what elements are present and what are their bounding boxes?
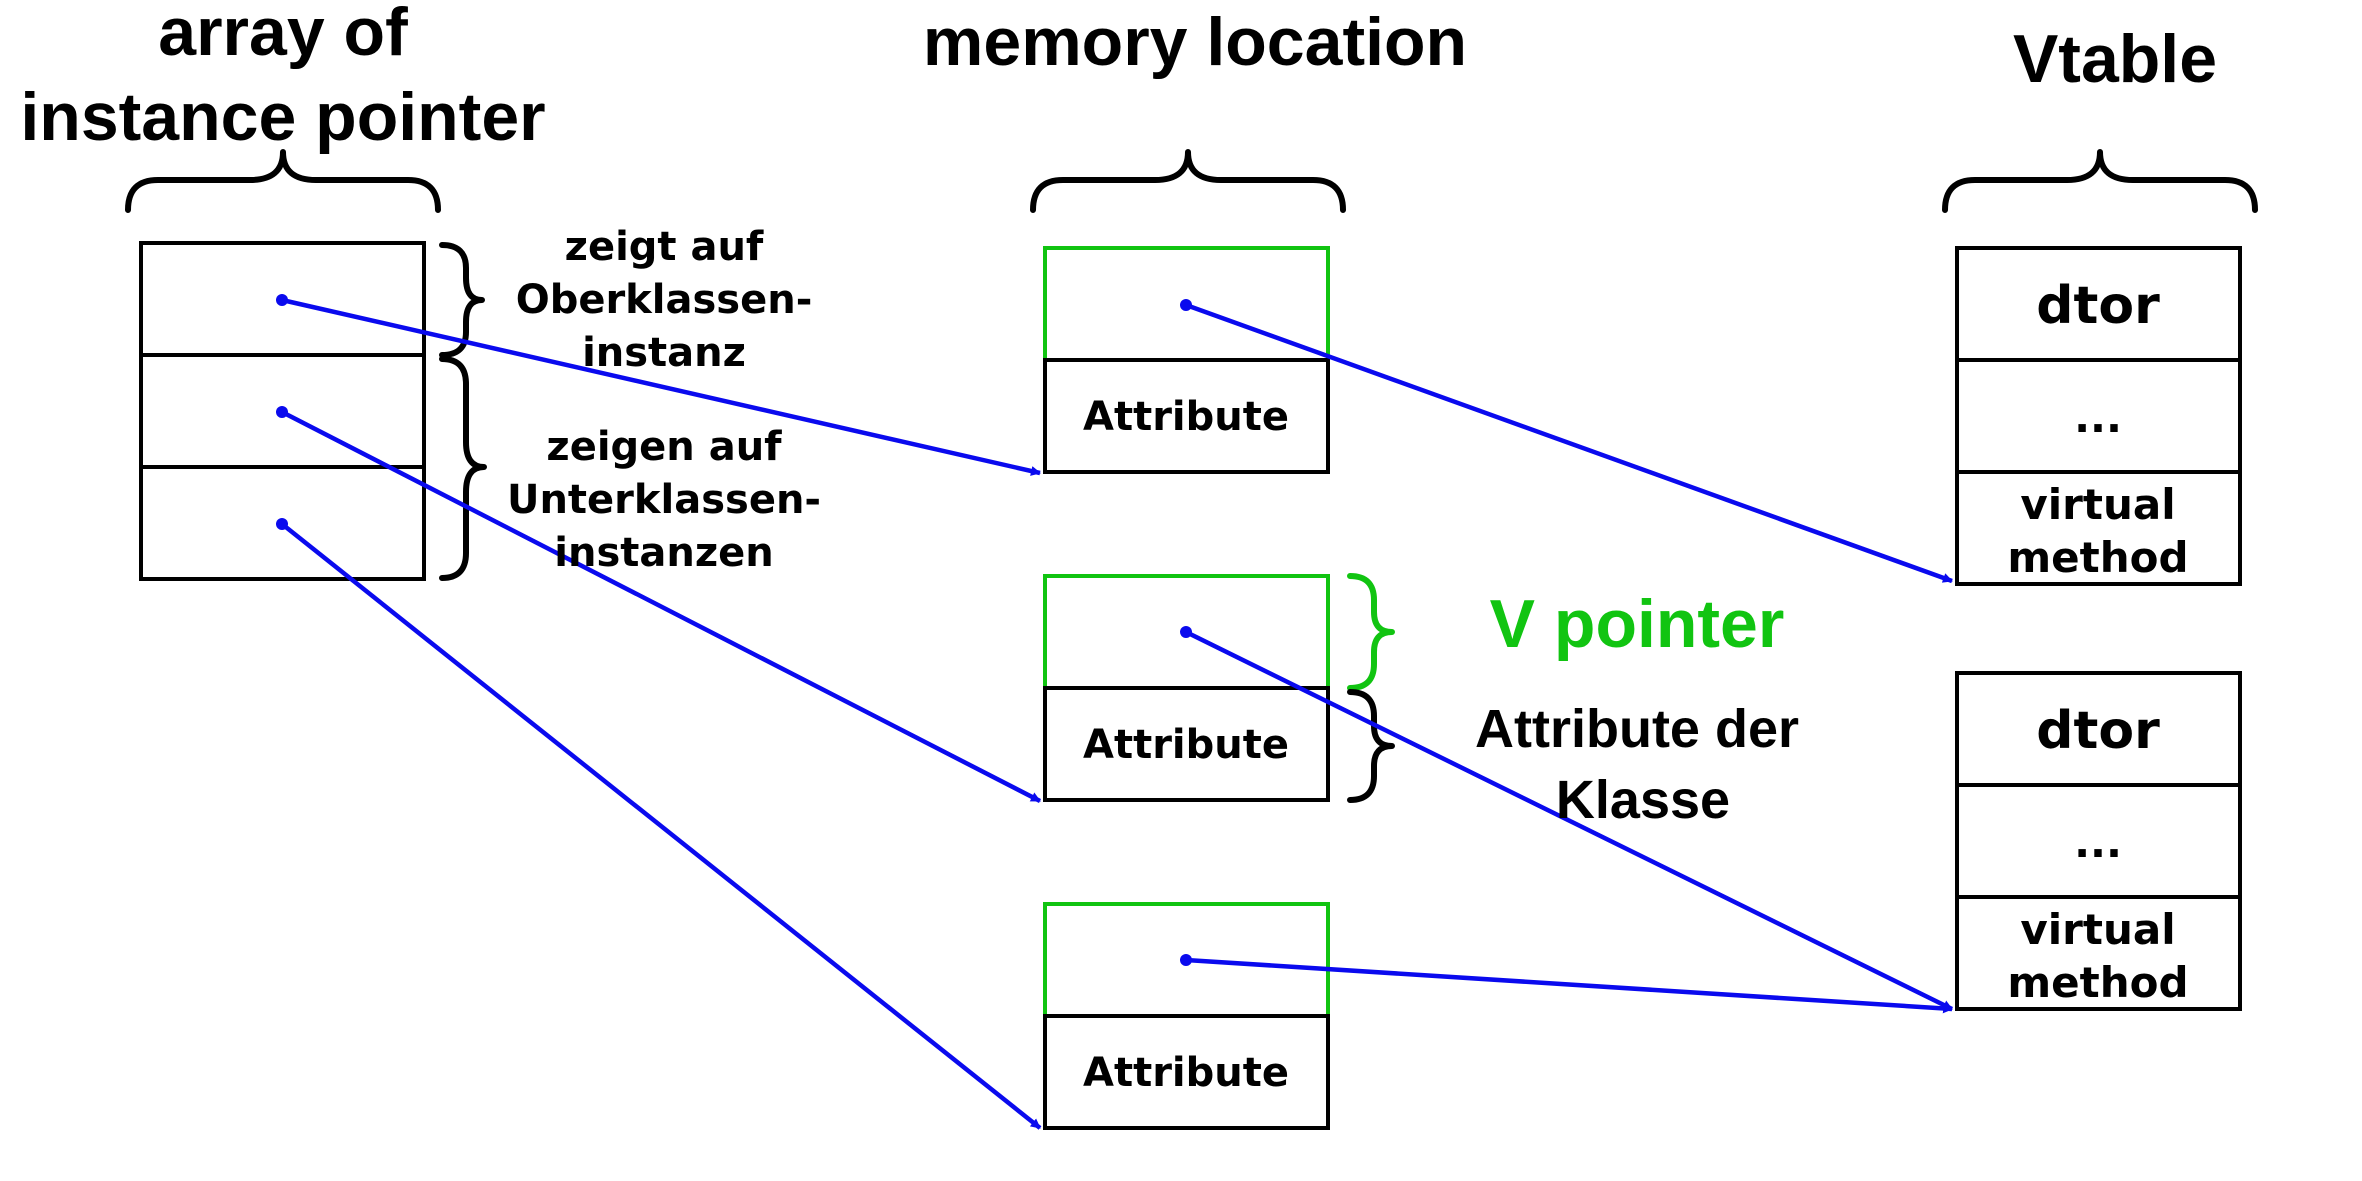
vtable-1-ellipsis: ... [2074,393,2122,442]
vpointer-brace [1347,573,1395,691]
header-memory-location: memory location [923,4,1467,80]
superclass-annotation-line2: Oberklassen- [516,277,813,323]
attribute-label-3: Attribute [1083,1050,1289,1096]
pointer-arrows [276,294,1953,1130]
vtable-1-virtual-cell [1955,470,2242,586]
header-vtable: Vtable [2013,21,2217,97]
class-attributes-line1: Attribute der [1475,699,1799,759]
vtable-header-brace [1942,149,2258,213]
arrow-array1-to-object1 [281,297,1041,476]
memory-object-3: Attribute [1043,902,1330,1130]
pointer-dot-vptr-3 [1180,954,1192,966]
vtable-2-ellipsis: ... [2074,818,2122,867]
vtable-2-virtual-cell [1955,895,2242,1011]
vtable-2-ellipsis-cell [1955,783,2242,899]
vtable-2: dtor ... virtual method [1955,671,2242,1011]
header-array-line2: instance pointer [20,79,545,155]
memory-object-2: Attribute [1043,574,1330,802]
vtable-2-dtor-cell [1955,671,2242,787]
subclass-annotation: zeigen auf Unterklassen- instanzen [507,424,821,576]
arrow-vptr2-to-vtable2 [1185,629,1953,1012]
superclass-annotation: zeigt auf Oberklassen- instanz [516,224,813,376]
pointer-dot-array-2 [276,406,288,418]
vtable-1: dtor ... virtual method [1955,246,2242,586]
superclass-annotation-line1: zeigt auf [565,224,764,270]
superclass-annotation-line3: instanz [582,330,746,376]
pointer-dot-array-3 [276,518,288,530]
arrow-vptr1-to-vtable1 [1185,302,1953,584]
vtable-2-dtor: dtor [2036,701,2160,761]
arrow-array3-to-object3 [280,522,1042,1130]
vtable-2-virtual-line2: method [2007,958,2188,1007]
subclass-annotation-line3: instanzen [554,530,773,576]
memory-header-brace [1030,149,1346,213]
vpointer-label: V pointer [1490,586,1785,662]
pointer-dot-array-1 [276,294,288,306]
pointer-dot-vptr-2 [1180,626,1192,638]
arrow-vptr3-to-vtable2 [1185,957,1953,1014]
attribute-label-2: Attribute [1083,722,1289,768]
subclass-annotation-line2: Unterklassen- [507,477,821,523]
class-attributes-line2: Klasse [1556,770,1730,830]
arrow-array2-to-object2 [280,409,1042,804]
vtable-2-virtual-line1: virtual [2020,905,2175,954]
attribute-label-1: Attribute [1083,394,1289,440]
header-array-line1: array of [158,0,408,70]
vtable-1-ellipsis-cell [1955,358,2242,474]
vtable-1-virtual-line2: method [2007,533,2188,582]
attribute-cell-2 [1043,686,1330,802]
vtable-1-dtor: dtor [2036,276,2160,336]
subclass-brace [439,356,487,581]
array-header-brace [125,149,441,213]
vtable-1-dtor-cell [1955,246,2242,362]
attribute-cell-3 [1043,1014,1330,1130]
pointer-dot-vptr-1 [1180,299,1192,311]
attribute-cell-1 [1043,358,1330,474]
vtable-1-virtual-line1: virtual [2020,480,2175,529]
subclass-annotation-line1: zeigen auf [546,424,782,470]
class-attributes-brace [1347,689,1395,803]
memory-object-1: Attribute [1043,246,1330,474]
